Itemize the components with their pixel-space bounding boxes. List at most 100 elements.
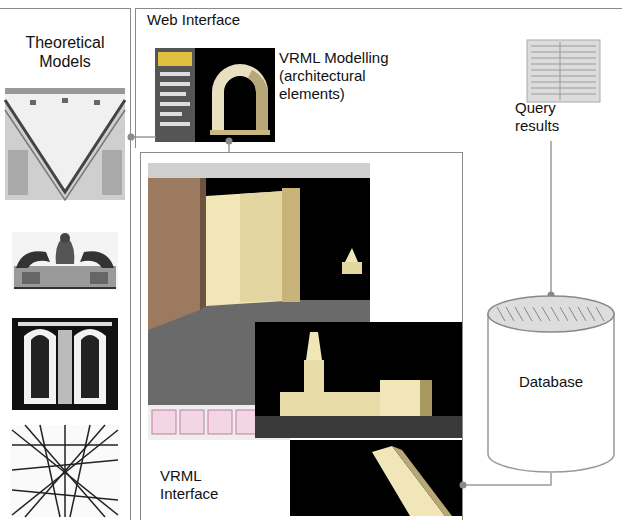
web-interface-frame: Web InterfaceVRML Modelling (architectur… (135, 8, 622, 148)
vrml-tower-screenshot-part (255, 322, 462, 438)
query-screenshot-part-part (531, 58, 596, 59)
cylinder-texture (587, 307, 595, 321)
vrml-scene-screenshot-part (282, 188, 300, 302)
vrml-scene-screenshot-part (342, 262, 362, 274)
construction-lines-part (40, 425, 60, 517)
window-drawing-part (12, 318, 118, 410)
vrml-scene-screenshot-part (200, 178, 206, 310)
facade-photo-part (102, 150, 122, 195)
query-screenshot-part-part (531, 82, 596, 83)
node-label: Theoretical Models (5, 33, 125, 71)
window-drawing-part (81, 335, 99, 398)
cylinder-texture (560, 307, 568, 321)
vrml-scene-screenshot-part-part (152, 410, 176, 434)
construction-lines-part (70, 425, 90, 517)
modelling-screenshot-part (210, 130, 270, 135)
node-label: Database (487, 373, 615, 391)
modelling-screenshot-part (158, 52, 192, 66)
connector-dot (460, 482, 467, 489)
pediment-photo-part (16, 251, 50, 268)
window-drawing-part (74, 329, 106, 404)
node-label: VRML Modelling (architectural elements) (279, 49, 429, 103)
construction-lines-part (10, 425, 120, 517)
vrml-tower-screenshot-part (380, 380, 420, 416)
window-drawing-part (18, 322, 112, 326)
query-screenshot (527, 40, 600, 102)
modelling-screenshot-part (155, 48, 195, 142)
query-view: Query results (515, 41, 607, 141)
pediment-photo-part (22, 272, 40, 284)
cylinder-texture (506, 307, 514, 321)
connector-dot (128, 134, 135, 141)
pediment-photo-part (12, 232, 118, 290)
connector-line (463, 473, 551, 485)
modelling-screenshot-part (195, 48, 275, 142)
vrml-scene-screenshot-part (345, 248, 358, 262)
modelling-view: VRML Modelling (architectural elements) (156, 49, 431, 141)
query-screenshot-part-part (531, 94, 596, 95)
construction-lines (10, 425, 120, 517)
cylinder-texture (542, 307, 550, 321)
vrml-scene-screenshot-part (148, 178, 200, 330)
query-screenshot-part-part (531, 70, 596, 71)
cylinder-texture (515, 307, 523, 321)
construction-lines-part (25, 425, 105, 517)
vrml-scene-screenshot-part-part (180, 410, 204, 434)
cylinder-texture (551, 307, 559, 321)
facade-photo-part (94, 100, 100, 105)
cylinder-texture (569, 307, 577, 321)
modelling-screenshot-part (248, 70, 268, 132)
node-label: Web Interface (147, 11, 307, 29)
query-screenshot-part-part (531, 46, 596, 47)
cylinder-top (488, 296, 614, 332)
facade-photo-part (5, 110, 125, 200)
modelling-screenshot-part (160, 92, 186, 96)
cylinder-texture (596, 307, 604, 321)
vrml-tower-screenshot-part (420, 380, 432, 416)
node-label: VRML Interface (160, 467, 255, 503)
facade-photo-part (30, 100, 36, 105)
construction-lines-part (64, 425, 66, 517)
modelling-screenshot-part (212, 64, 268, 132)
vrml-interface-frame: VRML Interface (140, 152, 463, 520)
cylinder-texture (533, 307, 541, 321)
modelling-screenshot (155, 48, 275, 142)
window-drawing-part (24, 329, 56, 404)
query-screenshot-part-part (531, 64, 596, 65)
cylinder-texture (497, 307, 505, 321)
cylinder-body (488, 313, 614, 472)
vrml-detail-screenshot-part (290, 440, 462, 516)
modelling-screenshot-part (160, 102, 190, 106)
vrml-tower-screenshot-part (255, 416, 462, 438)
pediment-photo-part (60, 233, 70, 243)
query-screenshot-part (527, 40, 600, 102)
modelling-screenshot-part (160, 122, 190, 126)
cylinder-texture (524, 307, 532, 321)
vrml-scene-screenshot-part (148, 163, 370, 178)
modelling-screenshot-part (160, 112, 182, 116)
facade-photo-part (5, 88, 125, 200)
facade-photo-part (62, 98, 68, 103)
facade-photo-part (5, 88, 125, 94)
connector-dot (226, 138, 233, 145)
query-screenshot-part-part (531, 52, 596, 53)
window-drawing (12, 318, 118, 410)
query-screenshot-part (531, 42, 596, 100)
vrml-scene-screenshot-part-part (208, 410, 232, 434)
vrml-tower-screenshot-part (306, 332, 322, 360)
modelling-screenshot-part (160, 82, 190, 86)
pediment-photo-part (90, 272, 108, 284)
construction-lines-part (12, 444, 118, 446)
window-drawing-part (58, 330, 72, 404)
query-screenshot-part-part (531, 88, 596, 89)
vrml-tower-screenshot (255, 322, 462, 438)
vrml-detail-screenshot-part (392, 446, 452, 516)
vrml-detail-screenshot-part (372, 446, 445, 516)
cylinder-texture (578, 307, 586, 321)
connector-line (550, 141, 552, 295)
pediment-photo (12, 232, 118, 290)
query-screenshot-part-part (560, 42, 561, 100)
pediment-photo-part (80, 251, 114, 268)
pediment-photo-part (14, 287, 116, 289)
